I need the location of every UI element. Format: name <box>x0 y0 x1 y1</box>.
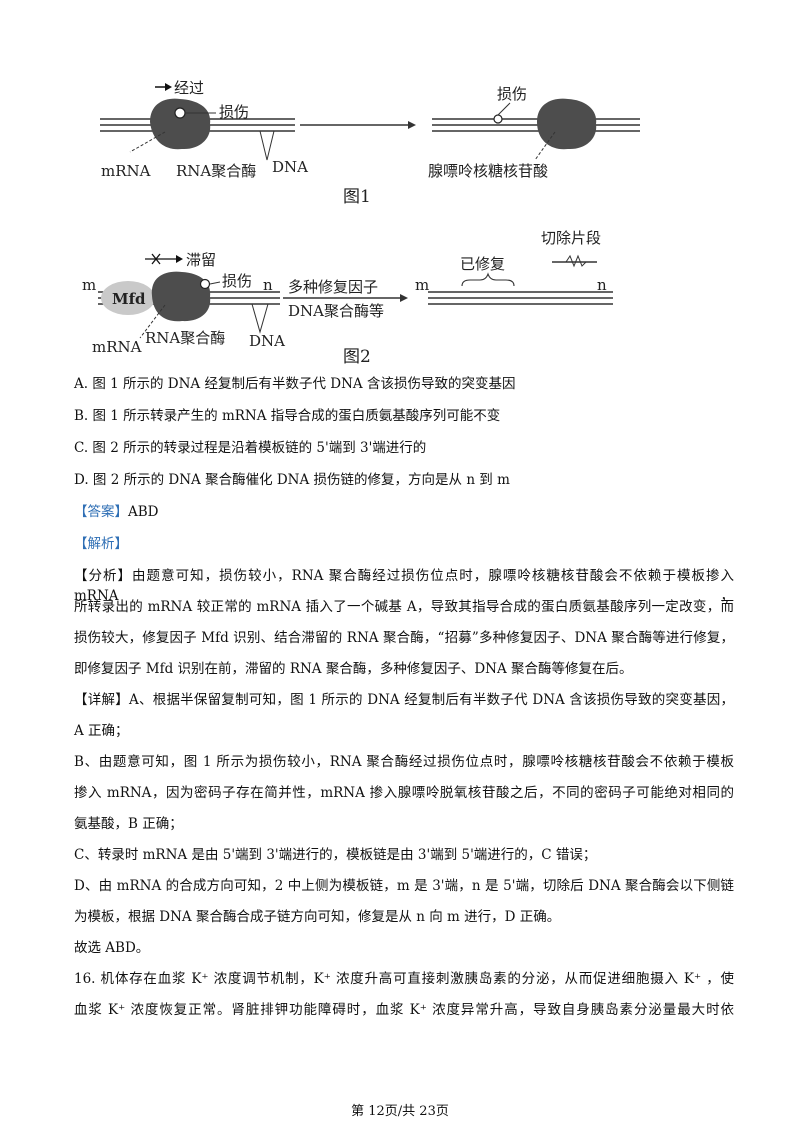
analysis-sub-tag: 【分析】 <box>74 568 133 584</box>
detail-c-line: C、转录时 mRNA 是由 5'端到 3'端进行的，模板链是由 3'端到 5'端… <box>74 847 597 863</box>
detail-b-line-3: 氨基酸，B 正确； <box>74 816 183 832</box>
label-rna-polymerase: RNA聚合酶 <box>176 162 256 180</box>
option-b: B. 图 1 所示转录产生的 mRNA 指导合成的蛋白质氨基酸序列可能不变 <box>74 408 501 424</box>
label-mrna-2: mRNA <box>92 338 142 356</box>
label-rna-polymerase-2: RNA聚合酶 <box>145 329 225 347</box>
option-a: A. 图 1 所示的 DNA 经复制后有半数子代 DNA 含该损伤导致的突变基因 <box>74 376 516 392</box>
analysis-tag: 【解析】 <box>74 536 128 552</box>
question-content: A. 图 1 所示的 DNA 经复制后有半数子代 DNA 含该损伤导致的突变基因… <box>74 374 734 1031</box>
detail-a-text: A、根据半保留复制可知，图 1 所示的 DNA 经复制后有半数子代 DNA 含该… <box>128 692 734 708</box>
page-footer: 第 12页/共 23页 <box>351 1104 449 1119</box>
detail-b-line-2: 掺入 mRNA，因为密码子存在简并性，mRNA 掺入腺嘌呤脱氧核苷酸之后，不同的… <box>74 785 734 801</box>
label-repaired: 已修复 <box>460 255 505 273</box>
label-m: m <box>82 276 96 294</box>
label-mfd: Mfd <box>112 290 146 308</box>
label-dna: DNA <box>272 158 308 176</box>
detail-tag: 【详解】 <box>74 692 129 708</box>
label-cut-fragment: 切除片段 <box>541 229 601 247</box>
label-mrna: mRNA <box>101 162 151 180</box>
label-n: n <box>263 276 273 294</box>
figure-area: 经过 损伤 mRNA RNA聚合酶 DNA 损伤 腺嘌呤核糖核苷酸 图1 滞留 <box>82 79 640 367</box>
figure1-caption: 图1 <box>343 187 371 207</box>
figure1-right: 损伤 腺嘌呤核糖核苷酸 <box>428 85 640 180</box>
figure2-right: 已修复 切除片段 m n <box>415 229 613 305</box>
detail-d-line-2: 为模板，根据 DNA 聚合酶合成子链方向可知，修复是从 n 向 m 进行，D 正… <box>74 909 561 925</box>
label-adenine-nucleotide: 腺嘌呤核糖核苷酸 <box>428 162 548 180</box>
arrow-label-bottom: DNA聚合酶等 <box>288 302 384 320</box>
rna-polymerase-shape <box>150 98 211 150</box>
analysis-heading: 【解析】 <box>74 534 734 566</box>
label-m-right: m <box>415 276 429 294</box>
question16-line-2: 血浆 K⁺ 浓度恢复正常。肾脏排钾功能障碍时，血浆 K⁺ 浓度异常升高，导致自身… <box>74 1002 734 1018</box>
conclusion-line: 故选 ABD。 <box>74 940 150 956</box>
label-dna-2: DNA <box>249 332 285 350</box>
analysis-text: 由题意可知，损伤较小，RNA 聚合酶经过损伤位点时，腺嘌呤核糖核苷酸会不依赖于模… <box>74 568 734 604</box>
label-n-right: n <box>597 276 607 294</box>
answer-line: 【答案】ABD <box>74 502 734 534</box>
label-damage-2: 损伤 <box>222 272 252 290</box>
detail-d-line-1: D、由 mRNA 的合成方向可知，2 中上侧为模板链，m 是 3'端，n 是 5… <box>74 878 734 894</box>
answer-value: ABD <box>128 504 159 520</box>
answer-tag: 【答案】 <box>74 504 128 520</box>
label-damage: 损伤 <box>219 103 249 121</box>
option-d: D. 图 2 所示的 DNA 聚合酶催化 DNA 损伤链的修复，方向是从 n 到… <box>74 472 510 488</box>
figure2-caption: 图2 <box>343 347 371 367</box>
damage-site-marker <box>174 107 186 119</box>
figure2-left: 滞留 损伤 m n Mfd mRNA RNA聚合酶 DNA <box>82 251 285 356</box>
question16-line-1: 16. 机体存在血浆 K⁺ 浓度调节机制，K⁺ 浓度升高可直接刺激胰岛素的分泌，… <box>74 971 734 987</box>
analysis-line-2: 所转录出的 mRNA 较正常的 mRNA 插入了一个碱基 A，导致其指导合成的蛋… <box>74 599 734 615</box>
label-stall: 滞留 <box>186 251 216 269</box>
label-damage-right: 损伤 <box>497 85 527 103</box>
analysis-line-1: 【分析】由题意可知，损伤较小，RNA 聚合酶经过损伤位点时，腺嘌呤核糖核苷酸会不… <box>74 566 734 604</box>
analysis-line-3: 损伤较大，修复因子 Mfd 识别、结合滞留的 RNA 聚合酶，“招募”多种修复因… <box>74 630 734 646</box>
detail-a-line-1: 【详解】A、根据半保留复制可知，图 1 所示的 DNA 经复制后有半数子代 DN… <box>74 690 734 721</box>
option-c: C. 图 2 所示的转录过程是沿着模板链的 5'端到 3'端进行的 <box>74 440 427 456</box>
mfd-factor-shape <box>101 281 155 315</box>
figure1-left: 经过 损伤 mRNA RNA聚合酶 DNA <box>100 79 308 180</box>
arrow-label-top: 多种修复因子 <box>288 278 378 296</box>
label-pass: 经过 <box>174 79 204 97</box>
detail-a-line-2: A 正确； <box>74 723 129 739</box>
analysis-line-4: 即修复因子 Mfd 识别在前，滞留的 RNA 聚合酶，多种修复因子、DNA 聚合… <box>74 661 633 677</box>
detail-b-line-1: B、由题意可知，图 1 所示为损伤较小，RNA 聚合酶经过损伤位点时，腺嘌呤核糖… <box>74 754 734 770</box>
